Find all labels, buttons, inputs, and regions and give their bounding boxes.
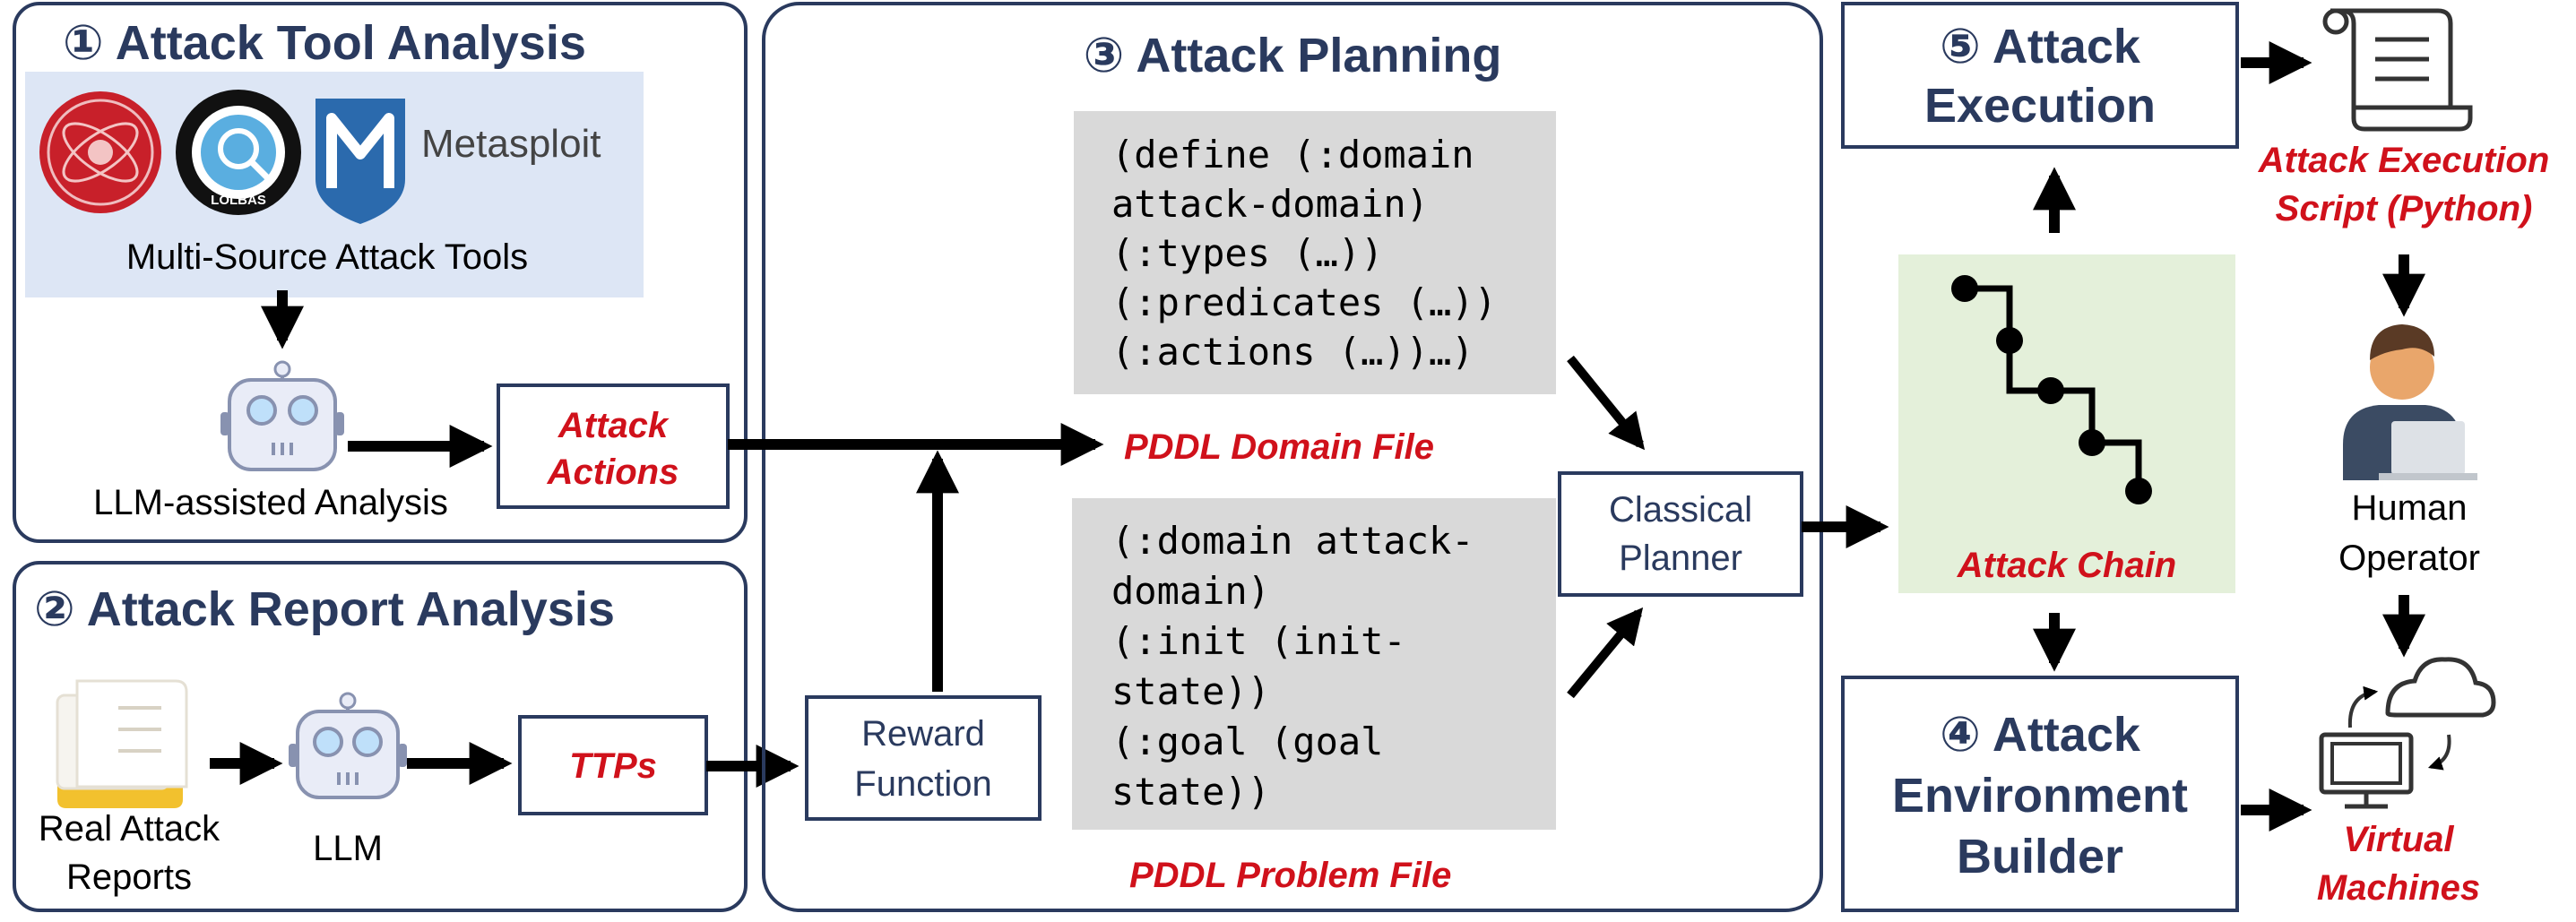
domain-code-line-3: (:types (…)) — [1111, 231, 1383, 275]
section2-title: ② Attack Report Analysis — [34, 582, 615, 636]
problem-code-line-2: domain) — [1111, 569, 1270, 613]
vm-line2: Machines — [2317, 868, 2480, 908]
problem-code-line-5: (:goal (goal — [1111, 720, 1383, 763]
pddl-domain-code-block: (define (:domain attack-domain) (:types … — [1074, 111, 1556, 394]
section-attack-report-analysis: ② Attack Report Analysis Real Attack Rep… — [13, 561, 748, 912]
execution-title-line1: ⑤ Attack — [1940, 20, 2141, 73]
robot-icon-2 — [289, 692, 407, 799]
attack-chain-panel: Attack Chain — [1898, 254, 2235, 593]
human-line1: Human — [2352, 488, 2468, 528]
chain-node-5 — [2125, 478, 2152, 504]
pddl-domain-file-label: PDDL Domain File — [1124, 427, 1434, 467]
domain-code-line-2: attack-domain) — [1111, 182, 1429, 226]
lolbas-label: LOLBAS — [211, 193, 266, 208]
llm-assisted-label: LLM-assisted Analysis — [93, 483, 448, 522]
chain-node-1 — [1951, 275, 1978, 302]
domain-code-line-4: (:predicates (…)) — [1111, 280, 1497, 324]
chain-node-2 — [1996, 327, 2023, 354]
section3-title: ③ Attack Planning — [1084, 29, 1502, 82]
builder-title-line3: Builder — [1957, 830, 2123, 883]
attack-actions-box: Attack Actions — [497, 383, 730, 509]
section-attack-tool-analysis: ① Attack Tool Analysis LOLBAS Metasploit… — [13, 2, 748, 543]
attack-chain-label: Attack Chain — [1957, 546, 2177, 585]
section1-title: ① Attack Tool Analysis — [63, 16, 586, 70]
metasploit-label: Metasploit — [421, 122, 601, 166]
reward-line2: Function — [854, 764, 991, 804]
red-orb-logo — [39, 91, 161, 213]
lolbas-logo: LOLBAS — [176, 90, 301, 215]
vm-line1: Virtual — [2344, 820, 2455, 859]
script-scroll-icon — [2322, 8, 2473, 132]
problem-code-line-4: state)) — [1111, 669, 1270, 713]
human-operator-icon — [2343, 324, 2477, 480]
robot-icon — [220, 360, 344, 471]
problem-code-line-1: (:domain attack- — [1111, 519, 1474, 563]
classical-planner-box: Classical Planner — [1558, 471, 1803, 597]
real-reports-line2: Reports — [66, 857, 192, 897]
tools-caption: Multi-Source Attack Tools — [126, 237, 528, 277]
virtual-machine-icon — [2319, 657, 2496, 809]
attack-execution-box: ⑤ Attack Execution — [1841, 2, 2239, 149]
chain-node-4 — [2079, 429, 2105, 456]
ttps-box: TTPs — [518, 715, 708, 815]
pddl-problem-code-block: (:domain attack- domain) (:init (init- s… — [1072, 498, 1556, 830]
builder-title-line2: Environment — [1892, 769, 2188, 823]
planner-line2: Planner — [1619, 539, 1742, 578]
attack-environment-builder-box: ④ Attack Environment Builder — [1841, 676, 2239, 912]
attack-actions-line2: Actions — [547, 452, 679, 492]
metasploit-logo: Metasploit — [316, 99, 601, 224]
script-label-line1: Attack Execution — [2258, 141, 2550, 180]
reward-function-box: Reward Function — [805, 695, 1042, 821]
script-label-line2: Script (Python) — [2276, 189, 2533, 228]
problem-code-line-6: state)) — [1111, 770, 1270, 814]
pddl-problem-file-label: PDDL Problem File — [1129, 856, 1451, 895]
ttps-label: TTPs — [569, 746, 657, 786]
human-line2: Operator — [2338, 539, 2480, 578]
attack-actions-line1: Attack — [558, 406, 670, 445]
builder-title-line1: ④ Attack — [1940, 708, 2141, 762]
section-attack-planning: ③ Attack Planning (define (:domain attac… — [762, 2, 1823, 912]
problem-code-line-3: (:init (init- — [1111, 619, 1406, 663]
report-document-icon — [56, 679, 188, 808]
reward-line1: Reward — [861, 714, 985, 754]
real-reports-line1: Real Attack — [39, 809, 220, 849]
planner-line1: Classical — [1609, 490, 1752, 530]
chain-node-3 — [2037, 377, 2064, 404]
domain-code-line-5: (:actions (…))…) — [1111, 330, 1474, 374]
llm-label: LLM — [313, 829, 383, 868]
domain-code-line-1: (define (:domain — [1111, 133, 1474, 177]
execution-title-line2: Execution — [1924, 79, 2156, 133]
